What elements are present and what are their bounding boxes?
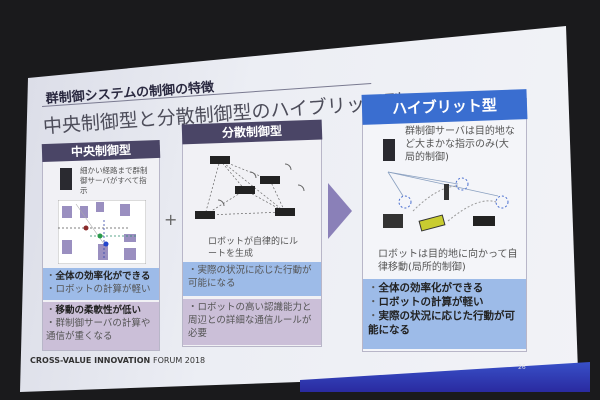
plus-sign: + (164, 210, 178, 229)
hybrid-pro-item: ・ロボットの計算が軽い (368, 296, 484, 308)
central-con-item: ・群制御サーバの計算や通信が重くなる (46, 318, 151, 342)
robot-network-diagram (195, 156, 305, 219)
distributed-pros: ・実際の状況に応じた行動が可能になる (183, 262, 321, 296)
server-icon (383, 139, 395, 161)
central-cons: ・移動の柔軟性が低い ・群制御サーバの計算や通信が重くなる (43, 302, 159, 350)
central-caption: 細かい経路まで群制御サーバがすべて指示 (80, 166, 148, 195)
page-number: 26 (518, 364, 526, 371)
arrow-right-icon (328, 183, 352, 239)
hybrid-caption-top: 群制御サーバは目的地など大まかな指示のみ(大局的制御) (405, 126, 515, 163)
distributed-caption: ロボットが自律的にルートを生成 (208, 237, 299, 259)
distributed-pro-item: ・実際の状況に応じた行動が可能になる (188, 265, 312, 289)
hybrid-robot-diagram (383, 171, 509, 232)
footer-brand: CROSS-VALUE INNOVATION FORUM 2018 (30, 356, 206, 365)
hybrid-pros: ・全体の効率化ができる ・ロボットの計算が軽い ・実際の状況に応じた行動が可能に… (363, 279, 526, 349)
hybrid-pro-item: ・実際の状況に応じた行動が可能になる (368, 310, 515, 336)
route-map-diagram (58, 200, 146, 264)
hybrid-caption-bottom: ロボットは目的地に向かって自律移動(局所的制御) (378, 249, 518, 273)
hybrid-control-header: ハイブリット型 (361, 89, 528, 125)
central-pros: ・全体の効率化ができる ・ロボットの計算が軽い (43, 268, 159, 300)
distributed-cons: ・ロボットの高い認識能力と周辺との詳細な通信ルールが必要 (183, 299, 321, 345)
hybrid-pro-item: ・全体の効率化ができる (368, 282, 484, 294)
server-icon (60, 168, 72, 190)
central-con-item: ・移動の柔軟性が低い (46, 305, 142, 316)
distributed-con-item: ・ロボットの高い認識能力と周辺との詳細な通信ルールが必要 (188, 302, 312, 339)
central-pro-item: ・ロボットの計算が軽い (46, 284, 151, 295)
central-pro-item: ・全体の効率化ができる (46, 271, 151, 282)
